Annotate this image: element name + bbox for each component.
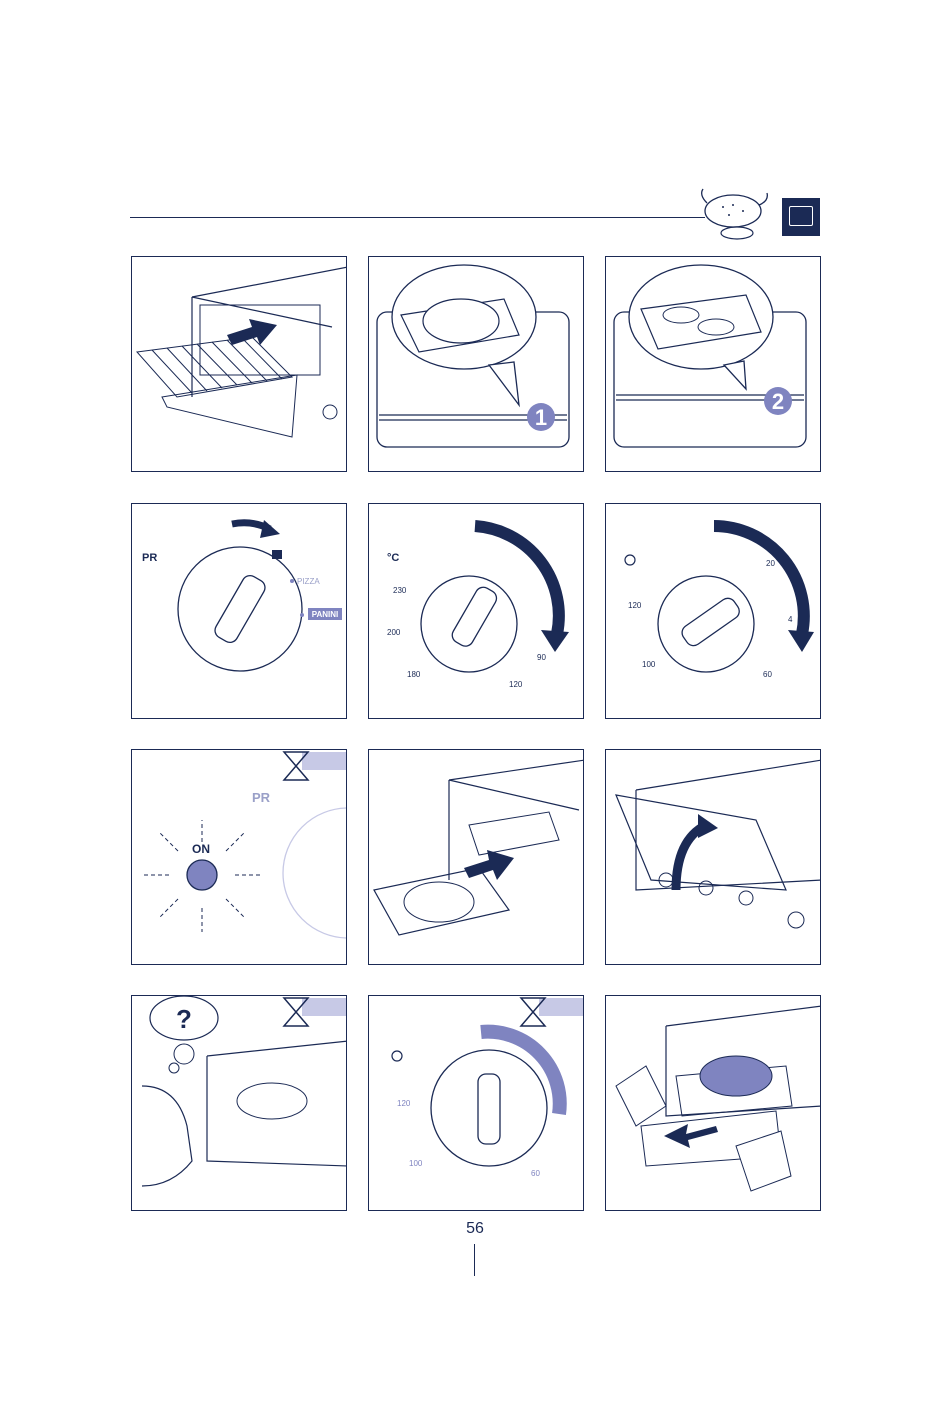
roast-chicken-icon	[693, 185, 773, 245]
panel-step-3: 2	[605, 256, 821, 472]
tick-label: 230	[393, 586, 407, 595]
panini-label: PANINI	[312, 610, 339, 619]
tick-label: 120	[628, 601, 642, 610]
pizza-label: PIZZA	[297, 577, 320, 586]
chicken-legs-in-dish-icon	[606, 257, 821, 472]
tick-label: 100	[409, 1159, 423, 1168]
tick-label: 20	[766, 559, 775, 568]
header-rule	[130, 217, 705, 218]
panel-step-12	[605, 995, 821, 1211]
tick-label: 120	[397, 1099, 411, 1108]
oven-rack-insert-icon	[132, 257, 347, 472]
pr-label: PR	[252, 790, 271, 805]
tick-label: 60	[531, 1169, 540, 1178]
chicken-in-dish-icon	[369, 257, 584, 472]
tick-label: 100	[642, 660, 656, 669]
panel-step-8	[368, 749, 584, 965]
panel-step-2: 1	[368, 256, 584, 472]
panel-step-5: °C 230 200 180 120 90	[368, 503, 584, 719]
tick-label: 4	[788, 615, 793, 624]
unit-label: °C	[387, 552, 399, 564]
panel-step-10: ?	[131, 995, 347, 1211]
clock-icon	[392, 1051, 402, 1061]
panel-step-4: PR PIZZA PANINI	[131, 503, 347, 719]
panel-step-9	[605, 749, 821, 965]
tick-label: 60	[763, 670, 772, 679]
panel-step-11: 120 100 60	[368, 995, 584, 1211]
panel-step-1	[131, 256, 347, 472]
panel-step-6: 20 120 4 100 60	[605, 503, 821, 719]
tick-label: 200	[387, 628, 401, 637]
tick-label: 180	[407, 670, 421, 679]
tick-label: 90	[537, 653, 546, 662]
page-number-rule	[474, 1244, 475, 1276]
oven-badge-icon	[782, 198, 820, 236]
tick-label: 120	[509, 680, 523, 689]
panel-step-7: ON PR	[131, 749, 347, 965]
pr-label: PR	[142, 552, 157, 564]
close-door-icon	[606, 750, 821, 965]
question-mark: ?	[176, 1004, 192, 1034]
on-label: ON	[192, 842, 210, 856]
clock-icon	[625, 555, 635, 565]
power-indicator-light	[187, 860, 217, 890]
remove-dish-icon	[606, 996, 821, 1211]
page-number: 56	[0, 1220, 950, 1238]
insert-dish-icon	[369, 750, 584, 965]
